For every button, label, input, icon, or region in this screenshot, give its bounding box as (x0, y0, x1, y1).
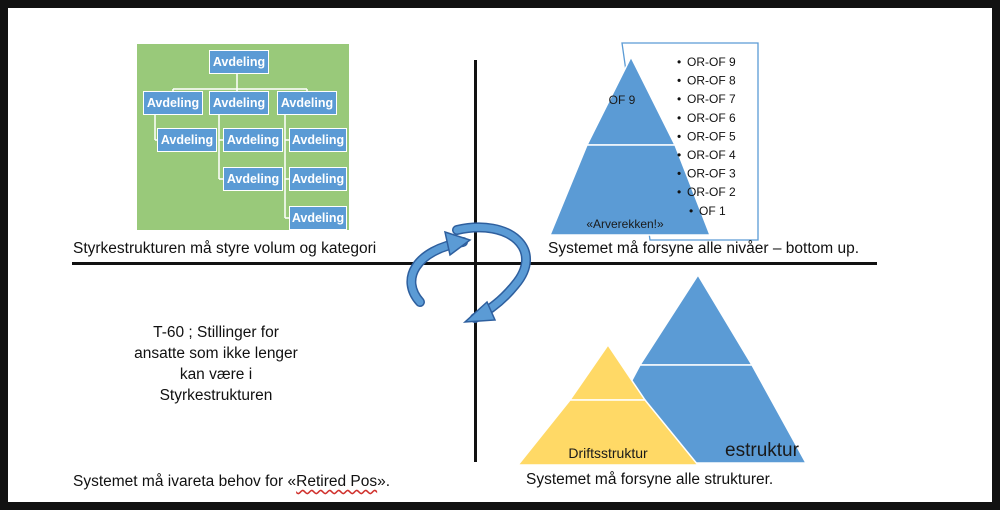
blue-pyramid-label: estruktur (725, 440, 800, 461)
level-bullet: • (677, 111, 681, 125)
org-chart: Avdeling Avdeling Avdeling Avdeling Avde… (137, 44, 349, 230)
level-bullet: • (677, 129, 681, 143)
t60-line-2: ansatte som ikke lenger (134, 345, 298, 362)
yellow-pyramid-label: Driftsstruktur (568, 445, 648, 461)
org-box-level2-3: Avdeling (277, 91, 337, 115)
org-box-col3-1: Avdeling (289, 128, 347, 152)
level-item: OR-OF 5 (687, 129, 736, 143)
caption-bottom-right: Systemet må forsyne alle strukturer. (526, 471, 774, 488)
bottom-pyramids: estruktur Driftsstruktur (516, 273, 808, 466)
pyramid-apex-label: OF 9 (609, 93, 636, 107)
level-item: OR-OF 9 (687, 55, 736, 69)
level-item: OR-OF 3 (687, 167, 736, 181)
caption-top-right: Systemet må forsyne alle nivåer – bottom… (548, 240, 860, 257)
level-item: OR-OF 6 (687, 111, 736, 125)
cycle-arrow (406, 222, 531, 323)
org-box-col1-1: Avdeling (157, 128, 217, 152)
yellow-pyramid-bottom (516, 399, 700, 466)
horizontal-axis (72, 262, 877, 265)
caption-bottom-left-prefix: Systemet må ivareta behov for « (73, 473, 297, 490)
caption-bottom-left-retired-pos: Retired Pos (296, 473, 378, 490)
level-bullet: • (689, 204, 693, 218)
level-item: OR-OF 7 (687, 92, 736, 106)
t60-note: T-60 ; Stillinger for ansatte som ikke l… (130, 322, 302, 406)
org-box-level2-1: Avdeling (143, 91, 203, 115)
level-bullet: • (677, 167, 681, 181)
level-item: OR-OF 8 (687, 74, 736, 88)
org-box-col3-3: Avdeling (289, 206, 347, 230)
level-bullet: • (677, 148, 681, 162)
caption-top-left: Styrkestrukturen må styre volum og kateg… (73, 240, 377, 257)
org-box-col2-1: Avdeling (223, 128, 283, 152)
vertical-axis (474, 60, 477, 462)
pyramid-bottom-section (548, 144, 712, 236)
level-bullet: • (677, 92, 681, 106)
pyramid-base-label: «Arverekken!» (586, 217, 664, 231)
blue-pyramid-top (638, 273, 754, 366)
yellow-pyramid-top (568, 343, 647, 401)
org-box-root: Avdeling (209, 50, 269, 74)
level-bullet: • (677, 55, 681, 69)
caption-bottom-left: Systemet må ivareta behov for «Retired P… (73, 473, 390, 491)
level-item: OF 1 (699, 204, 726, 218)
top-pyramid: OF 9 «Arverekken!» • OR-OF 9 • OR-OF 8 • OR-O… (548, 42, 759, 241)
level-bullet: • (677, 185, 681, 199)
level-item: OR-OF 4 (687, 148, 736, 162)
org-box-col3-2: Avdeling (289, 167, 347, 191)
t60-line-3: kan være i (179, 366, 253, 383)
t60-line-1: T-60 ; Stillinger for (153, 324, 279, 341)
org-box-col2-2: Avdeling (223, 167, 283, 191)
org-box-level2-2: Avdeling (209, 91, 269, 115)
level-bullet: • (677, 74, 681, 88)
t60-line-4: Styrkestrukturen (159, 387, 273, 404)
level-item: OR-OF 2 (687, 185, 736, 199)
caption-bottom-left-suffix: ». (377, 473, 391, 490)
